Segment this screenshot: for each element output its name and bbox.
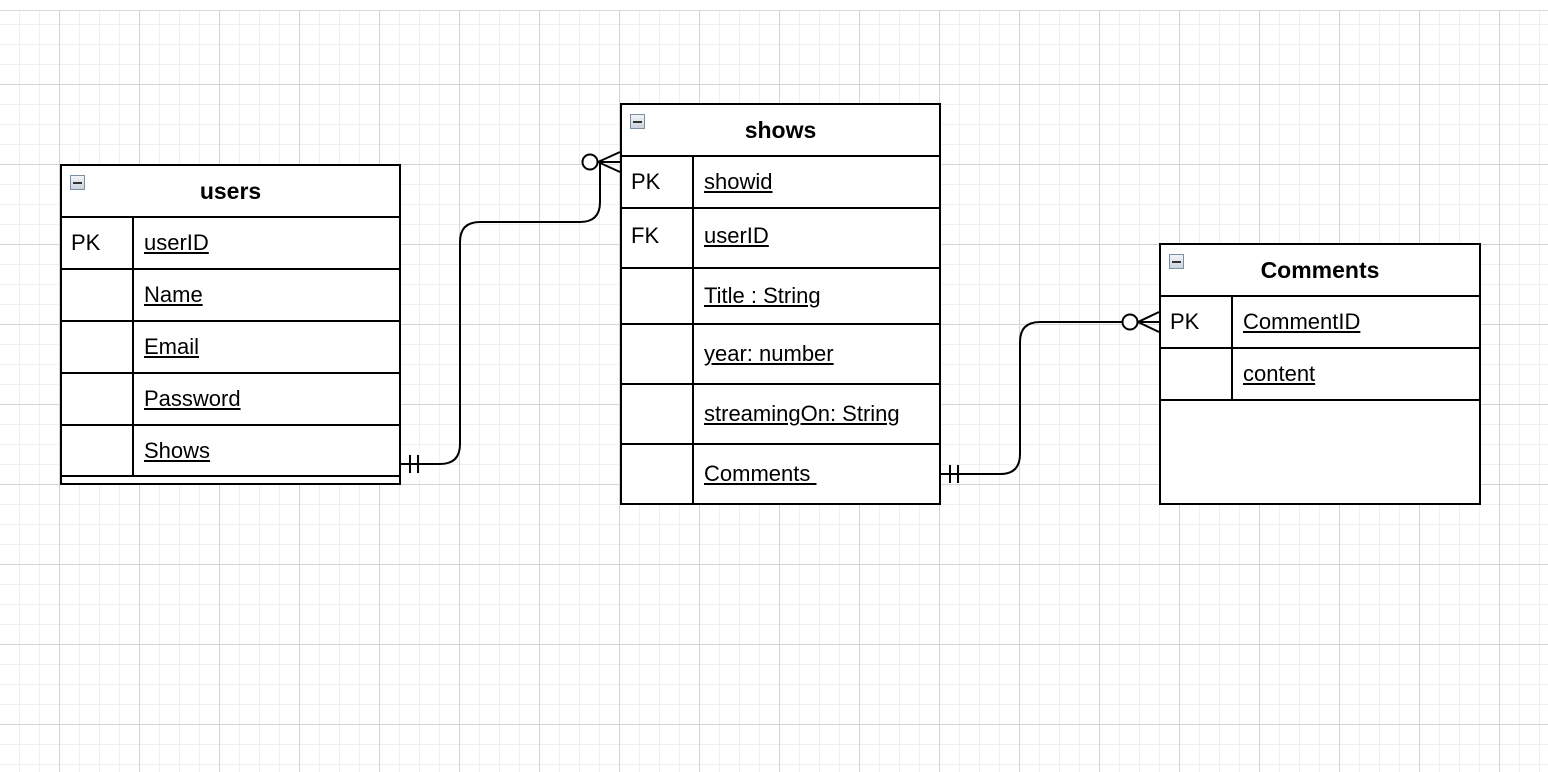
field-cell: showid: [704, 169, 773, 194]
field-cell: Name: [144, 282, 203, 307]
key-cell: PK: [71, 230, 101, 255]
crows-foot-marker: [1137, 321, 1160, 333]
table-row[interactable]: Shows: [62, 426, 399, 477]
table-row[interactable]: Name: [62, 270, 399, 322]
field-cell: userID: [704, 223, 769, 248]
table-title: shows: [744, 116, 817, 143]
table-row[interactable]: year: number: [622, 325, 939, 385]
field-cell: content: [1243, 361, 1316, 386]
crows-foot-marker: [597, 161, 621, 173]
collapse-icon[interactable]: [1169, 254, 1184, 269]
field-cell: Email: [144, 334, 200, 359]
key-column-divider: [132, 218, 134, 477]
table-row[interactable]: Email: [62, 322, 399, 374]
table-row[interactable]: PK CommentID: [1161, 297, 1479, 349]
field-cell: streamingOn: String: [704, 401, 900, 426]
field-cell: CommentID: [1243, 309, 1361, 334]
relationship-connector-shows-comments: [941, 321, 1159, 475]
table-comments[interactable]: Comments PK CommentID content: [1159, 243, 1481, 505]
zero-marker: [1121, 313, 1139, 331]
table-title: users: [199, 177, 262, 204]
key-cell: PK: [631, 169, 661, 194]
zero-marker: [581, 153, 599, 171]
key-column-divider: [1231, 297, 1233, 401]
key-cell: FK: [631, 223, 660, 248]
crows-foot-marker: [597, 151, 621, 163]
table-shows[interactable]: shows PK showid FK userID Title : String…: [620, 103, 941, 505]
collapse-icon[interactable]: [630, 114, 645, 129]
table-row[interactable]: Comments: [622, 445, 939, 503]
relationship-connector-users-shows: [401, 161, 620, 465]
field-cell: Comments: [704, 461, 817, 486]
table-header[interactable]: Comments: [1161, 245, 1479, 297]
table-row[interactable]: PK showid: [622, 157, 939, 209]
table-row[interactable]: FK userID: [622, 209, 939, 269]
table-header[interactable]: users: [62, 166, 399, 218]
collapse-icon[interactable]: [70, 175, 85, 190]
field-cell: Shows: [144, 437, 211, 463]
field-cell: Password: [144, 386, 241, 411]
table-row[interactable]: streamingOn: String: [622, 385, 939, 445]
table-row[interactable]: content: [1161, 349, 1479, 401]
table-row[interactable]: PK userID: [62, 218, 399, 270]
field-cell: year: number: [704, 341, 834, 366]
table-row[interactable]: Password: [62, 374, 399, 426]
field-cell: Title : String: [704, 283, 821, 308]
table-row[interactable]: Title : String: [622, 269, 939, 325]
field-cell: userID: [144, 230, 209, 255]
table-users[interactable]: users PK userID Name Email Password Show…: [60, 164, 401, 485]
key-column-divider: [692, 157, 694, 503]
table-title: Comments: [1260, 256, 1380, 283]
key-cell: PK: [1170, 309, 1200, 334]
table-header[interactable]: shows: [622, 105, 939, 157]
crows-foot-marker: [1137, 311, 1160, 323]
